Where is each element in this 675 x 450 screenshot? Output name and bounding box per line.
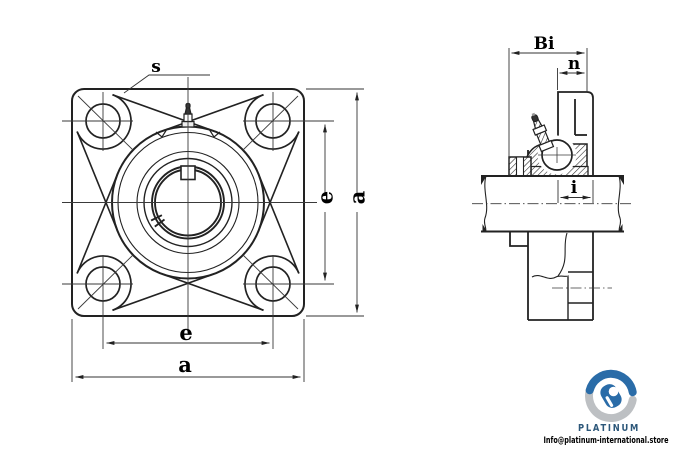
grease-nipple-side bbox=[531, 112, 555, 153]
broken-section-lines bbox=[531, 232, 570, 279]
dim-label-e-bottom: e bbox=[179, 320, 192, 345]
dim-label-n: n bbox=[568, 54, 580, 74]
logo-petal-blue bbox=[585, 369, 637, 397]
set-screw-marks bbox=[150, 214, 166, 228]
dim-label-e-right: e bbox=[313, 191, 338, 204]
casting-notches bbox=[155, 128, 221, 138]
front-centerlines bbox=[62, 77, 334, 349]
shaft-break-right bbox=[617, 175, 622, 232]
rib-lines bbox=[76, 93, 300, 312]
side-dimensions bbox=[508, 48, 594, 203]
logo-petal-gray bbox=[585, 381, 637, 423]
front-view: e a e a s bbox=[62, 57, 370, 382]
dim-label-s: s bbox=[151, 57, 161, 77]
flange-plate-section bbox=[509, 91, 594, 321]
logo-p-counter bbox=[608, 386, 619, 397]
dim-label-a-bottom: a bbox=[178, 352, 192, 377]
dim-label-a-right: a bbox=[345, 190, 370, 204]
dim-label-i: i bbox=[571, 178, 578, 198]
flange-bolt-hole-section bbox=[567, 271, 593, 320]
side-view: Bi n i bbox=[472, 34, 632, 321]
logo: PLATINUM Info@platinum-international.sto… bbox=[544, 369, 669, 446]
logo-email-text: Info@platinum-international.store bbox=[544, 436, 669, 446]
logo-p-slot bbox=[605, 396, 614, 407]
dim-label-bi: Bi bbox=[534, 34, 555, 54]
shaft-break-left bbox=[483, 175, 488, 232]
logo-icon bbox=[585, 369, 637, 423]
collar-screw bbox=[515, 156, 525, 177]
shaft bbox=[481, 175, 624, 233]
logo-brand-text: PLATINUM bbox=[578, 423, 640, 434]
